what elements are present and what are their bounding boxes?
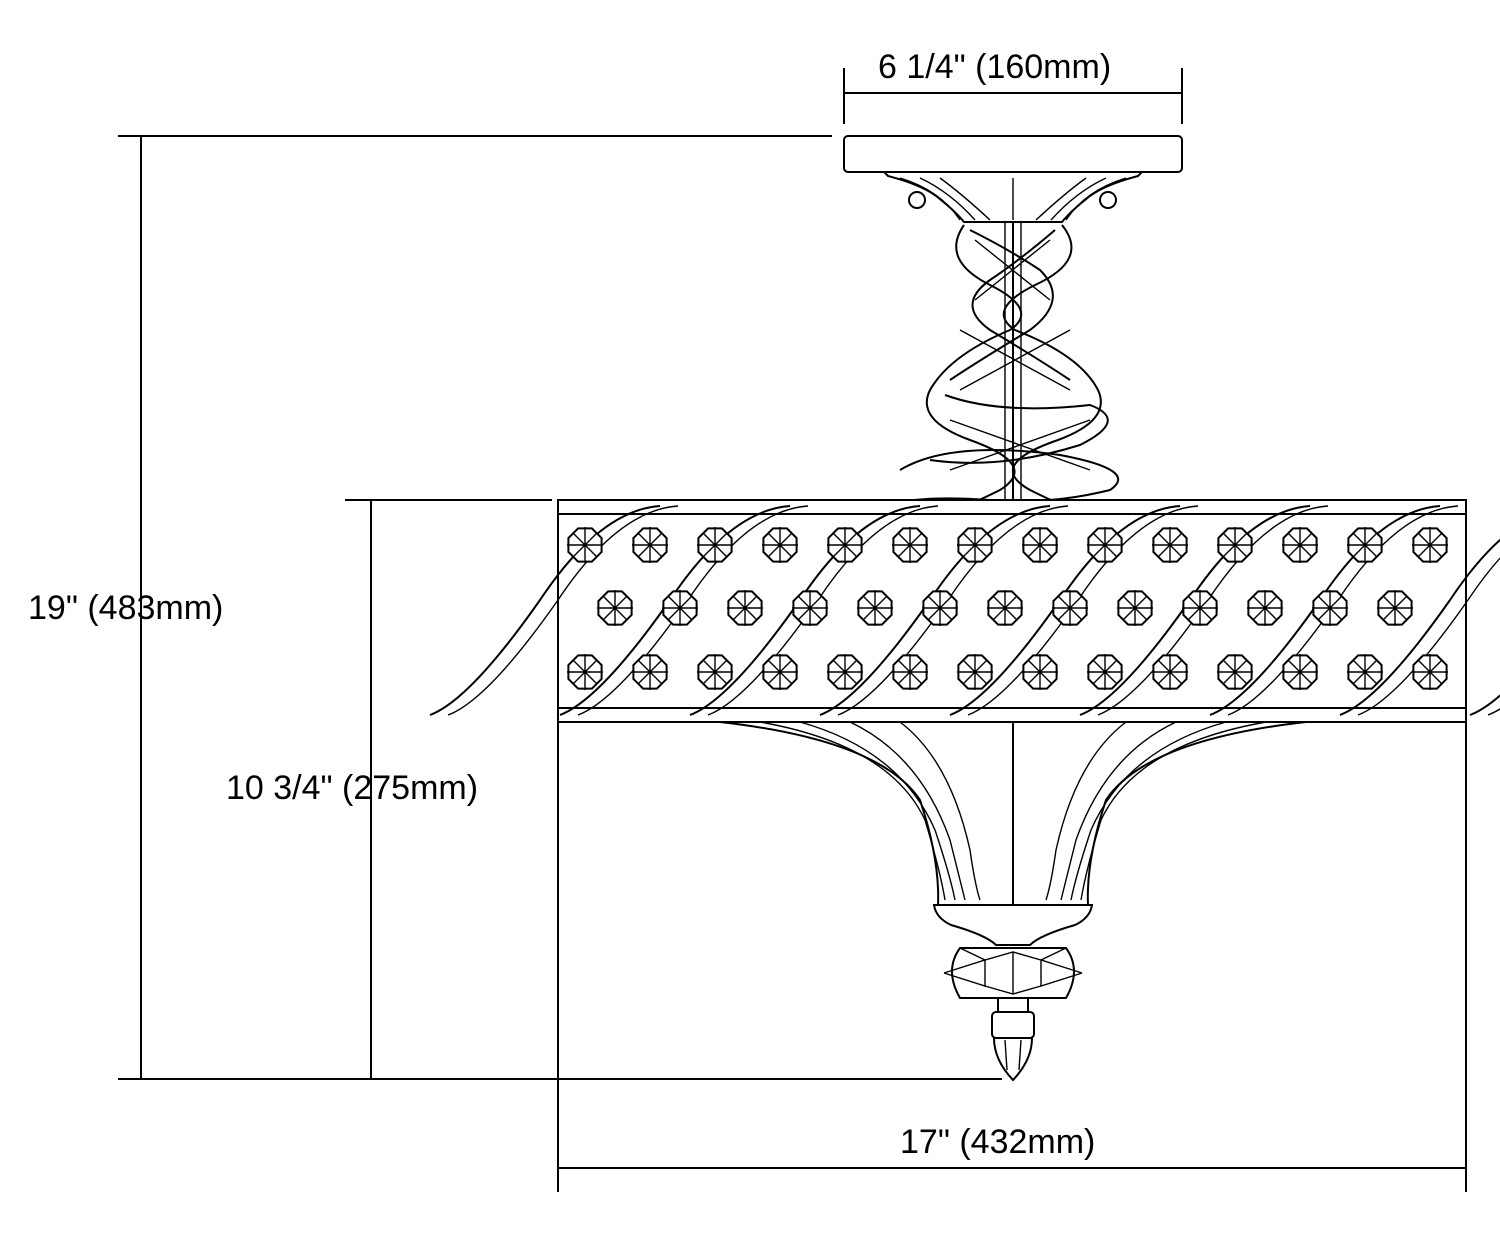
overall-height-dimension — [118, 135, 1002, 1080]
overall-width-dimension — [557, 722, 1467, 1192]
bottom-bowl — [719, 721, 1307, 906]
canopy-width-dimension — [843, 68, 1183, 124]
shade-height-dimension — [345, 499, 552, 1079]
canopy — [843, 135, 1183, 223]
canopy-width-label: 6 1/4" (160mm) — [878, 48, 1112, 86]
finial — [932, 904, 1094, 1082]
shade-band — [429, 499, 1500, 723]
shade-height-label: 10 3/4" (275mm) — [226, 769, 479, 807]
twisted-stem — [889, 222, 1120, 521]
overall-height-label: 19" (483mm) — [28, 589, 224, 627]
overall-width-label: 17" (432mm) — [900, 1123, 1096, 1161]
